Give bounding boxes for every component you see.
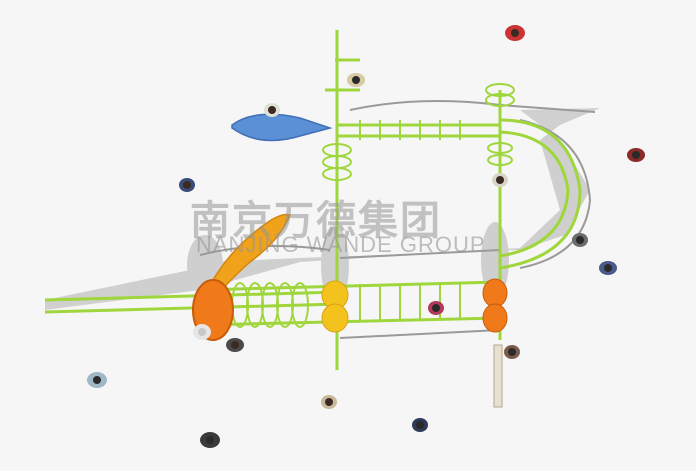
people: [87, 25, 645, 448]
person: [200, 432, 220, 448]
person: [428, 301, 444, 315]
person: [599, 261, 617, 275]
yellow-climber-panel: [321, 280, 349, 333]
person: [264, 103, 280, 117]
ladder-rungs: [359, 120, 461, 320]
watermark-chinese: 南京万德集团: [190, 198, 442, 244]
person: [226, 338, 244, 352]
blue-slide: [231, 113, 333, 142]
person: [87, 372, 107, 388]
person: [505, 25, 525, 41]
person: [627, 148, 645, 162]
person: [347, 73, 365, 87]
watermark-english: NANJING WANDE GROUP: [196, 232, 486, 257]
post: [493, 344, 503, 408]
orange-climber-panel: [482, 278, 508, 333]
person: [504, 345, 520, 359]
coil-tunnel: [231, 83, 515, 328]
person: [193, 324, 211, 340]
person: [179, 178, 195, 192]
person: [492, 173, 508, 187]
orange-spiral-slide: [208, 213, 292, 291]
person: [572, 233, 588, 247]
person: [321, 395, 337, 409]
person: [412, 418, 428, 432]
